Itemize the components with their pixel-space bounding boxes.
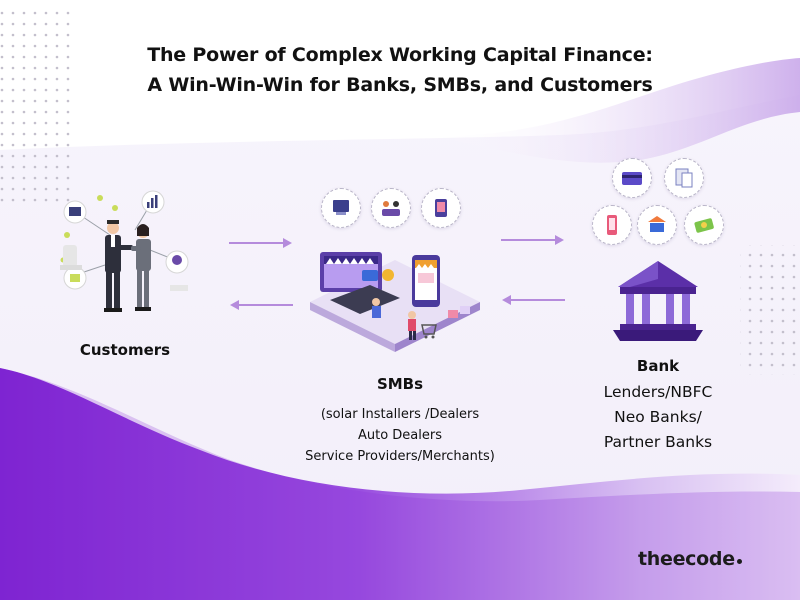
cash-icon [694,218,714,233]
bank-badge-phone [592,205,632,245]
arrow-right-icon [229,238,292,248]
bank-detail-3: Partner Banks [603,433,713,451]
online-store-icon [310,252,480,352]
business-handshake-icon [60,190,189,312]
arrow-left-icon [502,295,565,305]
title-line-2: A Win-Win-Win for Banks, SMBs, and Custo… [147,74,653,96]
smb-store-illustration [300,240,485,355]
small-bank-icon [648,216,666,232]
mobile-payment-icon [607,215,617,235]
smbs-detail-2: Auto Dealers [357,428,443,443]
smbs-detail-1: (solar Installers /Dealers [320,407,480,422]
diagram-title: The Power of Complex Working Capital Fin… [0,40,800,100]
smbs-label: SMBs [376,375,424,393]
bank-label: Bank [636,357,680,375]
bank-badge-card [612,158,652,198]
smb-badge-meeting [371,188,411,228]
bank-detail-1: Lenders/NBFC [603,383,713,401]
customers-illustration [55,190,195,320]
title-line-1: The Power of Complex Working Capital Fin… [147,44,653,66]
bank-building-illustration [608,255,708,345]
smb-badge-devices [321,188,361,228]
bank-badge-docs [664,158,704,198]
brand-logo-text: theecode [638,548,735,570]
bank-badge-bank [637,205,677,245]
device-icon [333,200,349,215]
credit-card-icon [622,172,642,185]
brand-logo: theecode [638,548,742,570]
logo-dot-icon [736,559,742,564]
arrow-left-icon [230,300,293,310]
documents-icon [675,168,693,188]
smbs-detail-3: Service Providers/Merchants) [305,449,495,464]
customers-label: Customers [79,341,171,359]
bank-building-icon [613,261,703,341]
meeting-icon [382,201,400,216]
smb-badge-shopping [421,188,461,228]
bank-detail-2: Neo Banks/ [614,408,702,426]
bank-badge-cash [684,205,724,245]
arrow-right-icon [501,235,564,245]
shopping-icon [435,199,447,217]
